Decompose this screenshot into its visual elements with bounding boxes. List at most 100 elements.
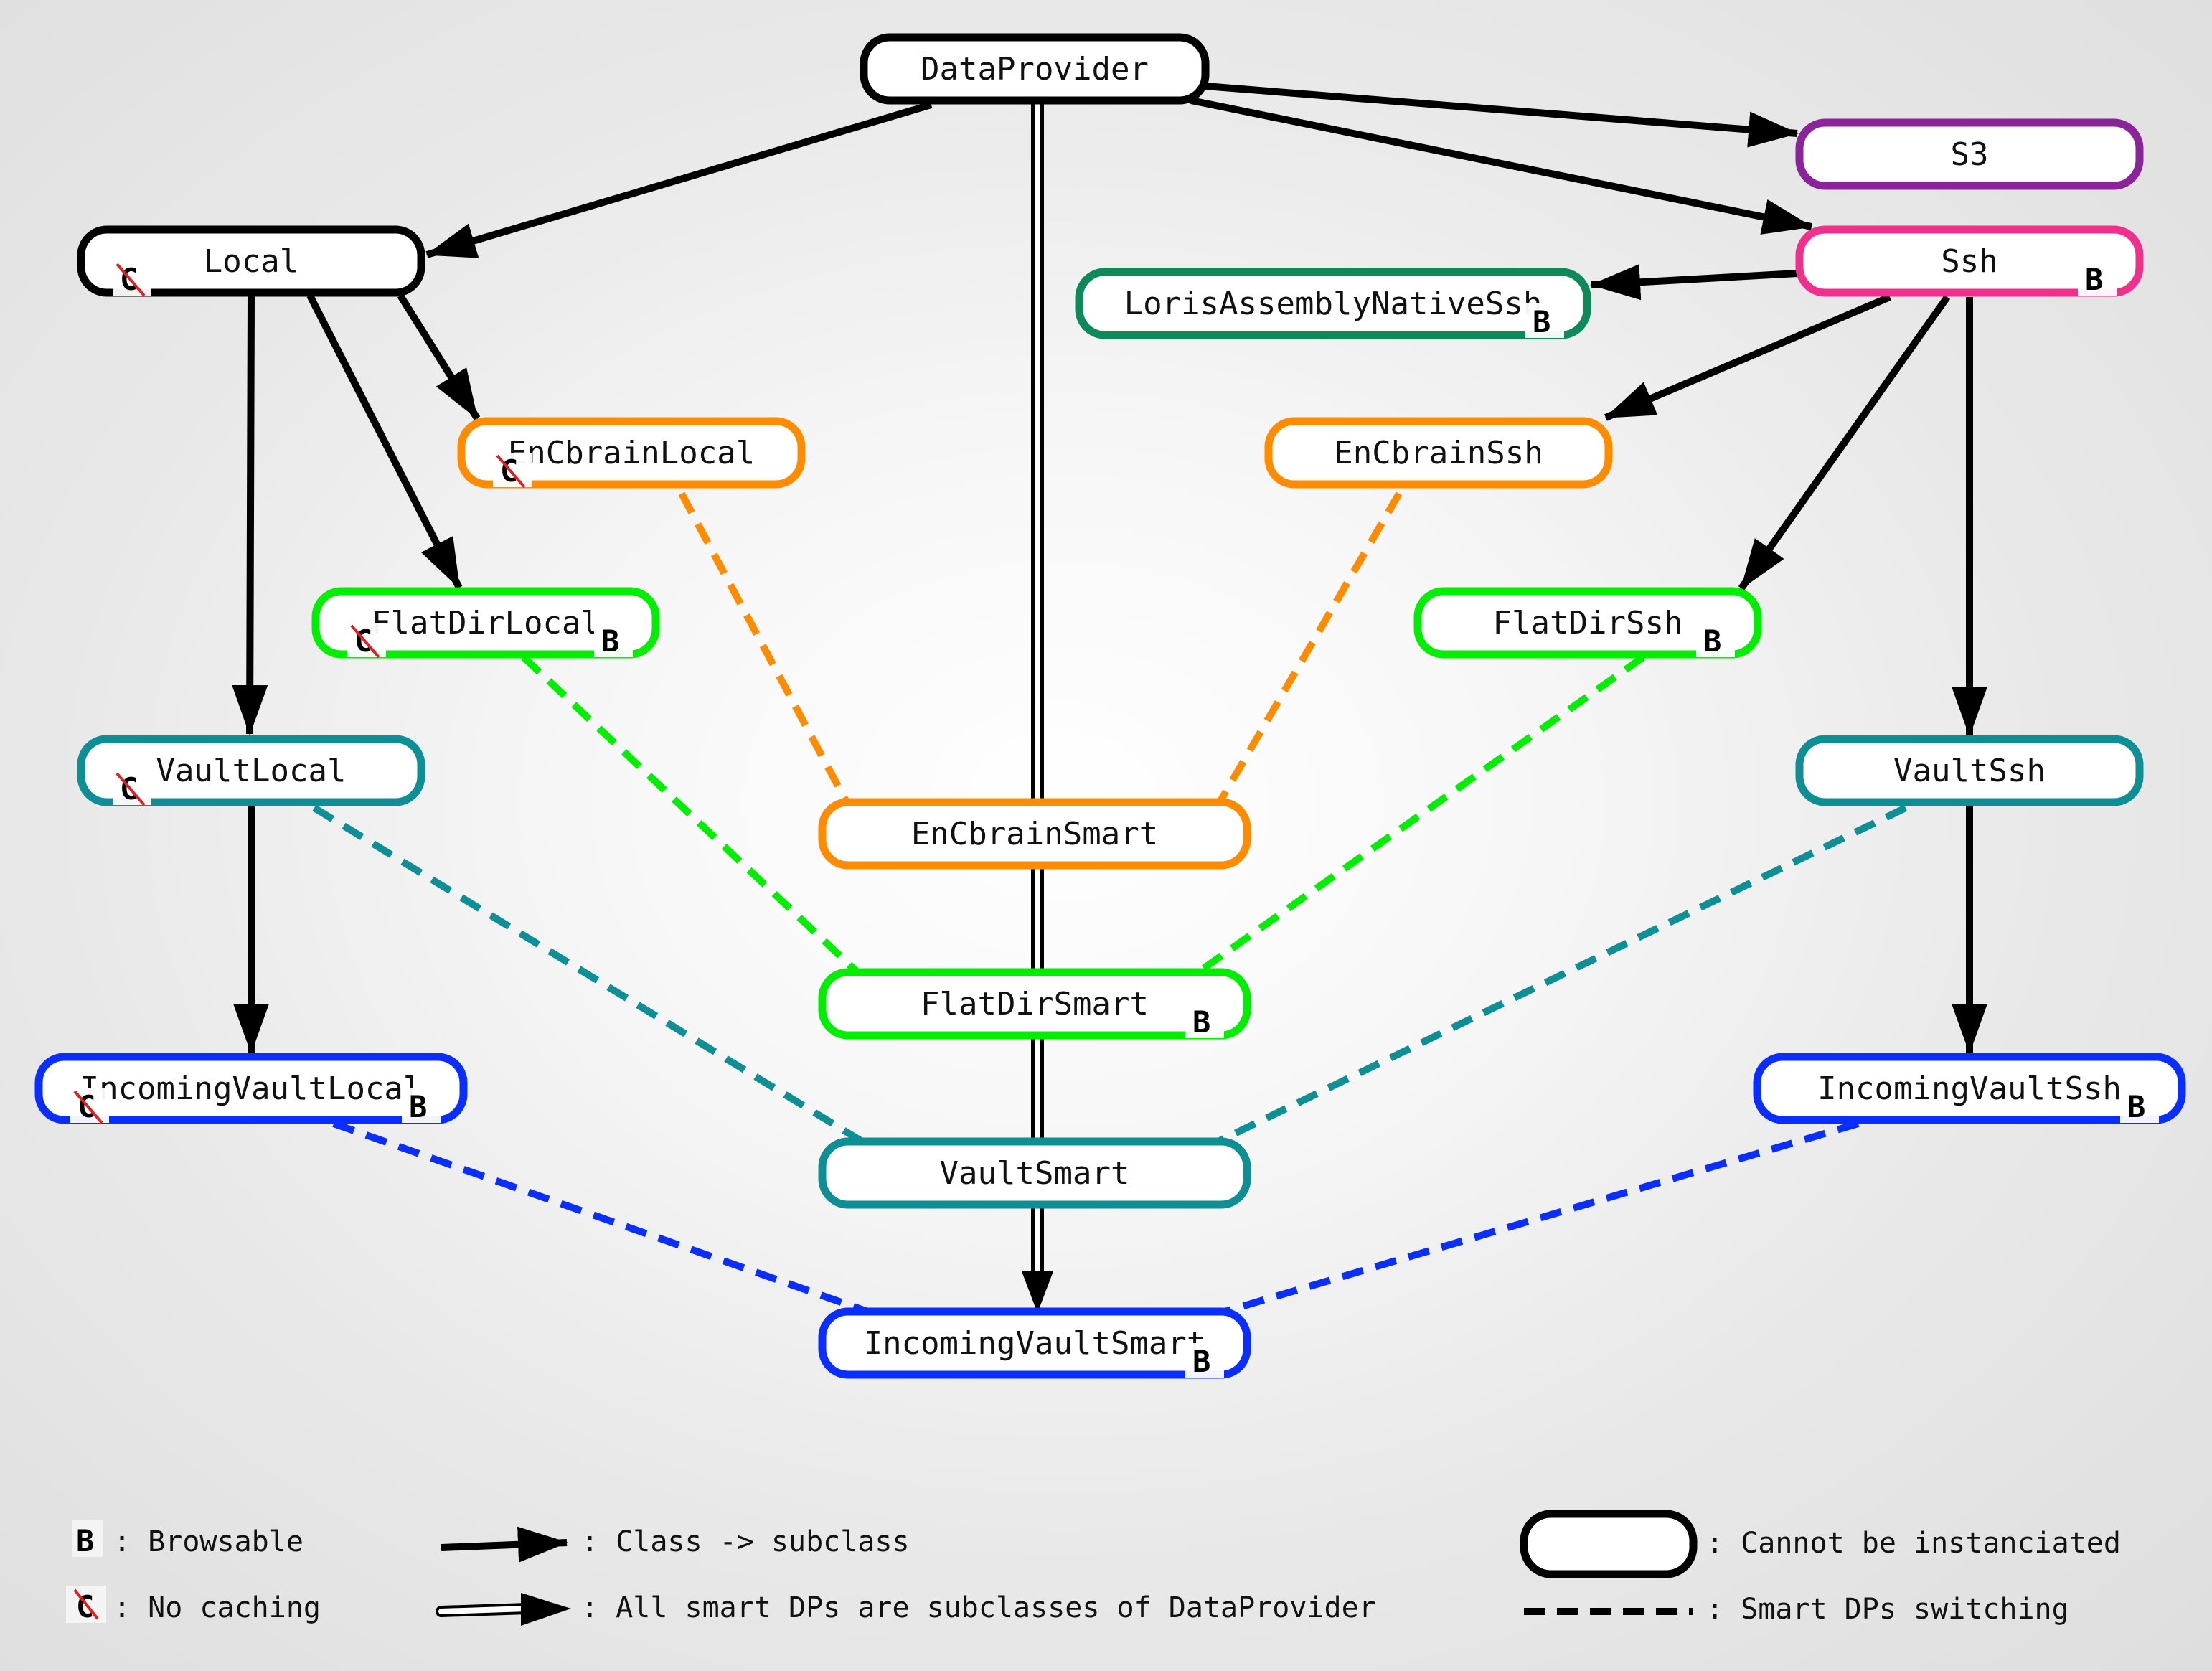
- badge-bg: [1696, 623, 1735, 657]
- node-s3: S3: [1795, 118, 2144, 190]
- node-box: [1795, 225, 2144, 297]
- node-label: Ssh: [1941, 243, 1997, 280]
- no-caching-strike: [73, 1588, 99, 1620]
- badge-bg: [2120, 1088, 2159, 1123]
- no-caching-strike: [116, 263, 146, 297]
- edge-dataprovider-to-incomingvaultsmart: [1022, 102, 1053, 1313]
- legend-switching: : Smart DPs switching: [1524, 1593, 2069, 1626]
- browsable-badge: B: [2127, 1089, 2145, 1124]
- edge-incomingvaultlocal-to-incomingvaultsmart: [332, 1120, 873, 1317]
- legend-double-arrow-inner: [438, 1606, 530, 1614]
- legend-no-caching-label: : No caching: [113, 1591, 321, 1624]
- node-incomingvaultlocal: IncomingVaultLocalBC: [34, 1053, 468, 1124]
- node-label: IncomingVaultLocal: [80, 1070, 423, 1107]
- node-box: [1753, 1053, 2186, 1124]
- legend-browsable: B : Browsable: [72, 1520, 303, 1558]
- node-label: VaultSsh: [1893, 753, 2046, 789]
- legend-solid-arrow: [441, 1526, 568, 1563]
- edge-dataprovider-to-local: [425, 101, 933, 258]
- legend-smart-subclass: : All smart DPs are subclasses of DataPr…: [436, 1591, 1376, 1626]
- legend: B : Browsable C : No caching : Class -> …: [66, 1510, 2121, 1626]
- node-label: Local: [204, 243, 298, 280]
- edges-layer: [232, 83, 1987, 1317]
- node-box: [818, 798, 1251, 870]
- edge-flatdirlocal-to-flatdirsmart: [521, 654, 860, 975]
- node-box: [818, 1307, 1251, 1379]
- browsable-badge: B: [601, 623, 619, 659]
- node-encbrainlocal: EnCbrainLocalC: [457, 417, 806, 489]
- legend-smart-subclass-label: : All smart DPs are subclasses of DataPr…: [581, 1591, 1376, 1624]
- node-box: [860, 33, 1210, 105]
- edge-incomingvaultssh-to-incomingvaultsmart: [1218, 1120, 1860, 1317]
- node-dataprovider: DataProvider: [860, 33, 1210, 105]
- edge-local-to-flatdirlocal: [306, 293, 463, 590]
- node-label: FlatDirSmart: [921, 986, 1149, 1022]
- no-caching-strike: [73, 1090, 103, 1124]
- edge-dataprovider-to-ssh: [1190, 97, 1813, 235]
- edge-ssh-to-flatdirssh: [1738, 295, 1951, 590]
- legend-double-arrow-head: [521, 1593, 571, 1626]
- browsable-badge: B: [409, 1089, 427, 1124]
- node-label: IncomingVaultSmart: [864, 1325, 1206, 1362]
- node-box: [77, 225, 425, 297]
- browsable-badge: B: [1192, 1344, 1210, 1379]
- edge-ssh-to-lorisassemblynativessh: [1590, 264, 1798, 301]
- edge-ssh-to-encbrainssh: [1604, 293, 1891, 421]
- node-label: FlatDirSsh: [1493, 605, 1683, 641]
- edge-dataprovider-to-s3: [1205, 83, 1799, 148]
- node-label: EnCbrainSsh: [1334, 435, 1543, 471]
- node-label: LorisAssemblyNativeSsh: [1124, 286, 1543, 322]
- smart-edge-arrowhead: [1022, 1271, 1053, 1313]
- node-vaultsmart: VaultSmart: [818, 1137, 1251, 1209]
- browsable-badge: B: [1533, 304, 1550, 339]
- legend-badge-b: B: [76, 1523, 94, 1558]
- node-label: EnCbrainSmart: [911, 816, 1158, 852]
- node-label: DataProvider: [921, 51, 1149, 88]
- edge-vaultlocal-to-vaultsmart: [312, 804, 863, 1144]
- node-box: [457, 417, 806, 489]
- legend-cannot-instantiate-label: : Cannot be instanciated: [1706, 1527, 2121, 1560]
- node-box: [77, 735, 425, 806]
- legend-browsable-label: : Browsable: [113, 1525, 303, 1558]
- node-box: [311, 587, 660, 659]
- nodes-layer: DataProviderS3SshBLocalCLorisAssemblyNat…: [34, 33, 2186, 1379]
- legend-class-subclass: : Class -> subclass: [441, 1525, 910, 1563]
- node-box: [818, 968, 1251, 1040]
- node-box: [818, 1137, 1251, 1209]
- legend-abstract-box: [1520, 1510, 1698, 1578]
- badge-bg: [1185, 1004, 1224, 1038]
- node-label: VaultSmart: [940, 1155, 1130, 1192]
- no-caching-strike: [496, 454, 526, 489]
- browsable-badge: B: [2085, 262, 2103, 297]
- browsable-badge: B: [1703, 623, 1721, 659]
- node-box: [1413, 587, 1762, 659]
- node-vaultssh: VaultSsh: [1795, 735, 2144, 806]
- edge-local-to-encbrainlocal: [397, 293, 481, 420]
- node-box: [1264, 417, 1613, 489]
- node-label: IncomingVaultSsh: [1817, 1070, 2122, 1107]
- legend-badge-bg: [72, 1520, 103, 1557]
- node-label: FlatDirLocal: [372, 605, 600, 641]
- node-encbrainssh: EnCbrainSsh: [1264, 417, 1613, 489]
- legend-no-caching: C : No caching: [66, 1586, 321, 1624]
- badge-bg: [2078, 261, 2117, 296]
- node-encbrainsmart: EnCbrainSmart: [818, 798, 1251, 870]
- browsable-badge: B: [1192, 1004, 1210, 1040]
- badge-bg: [1185, 1343, 1224, 1378]
- edge-local-to-vaultlocal: [232, 295, 268, 735]
- node-flatdirlocal: FlatDirLocalBC: [311, 587, 660, 659]
- edge-encbrainlocal-to-encbrainsmart: [678, 491, 850, 804]
- node-vaultlocal: VaultLocalC: [77, 735, 425, 806]
- node-box: [1075, 268, 1591, 339]
- no-caching-strike: [350, 624, 380, 659]
- legend-cannot-instantiate: : Cannot be instanciated: [1520, 1510, 2121, 1578]
- edge-flatdirssh-to-flatdirsmart: [1196, 654, 1645, 976]
- badge-bg: [402, 1088, 441, 1123]
- legend-class-subclass-label: : Class -> subclass: [581, 1525, 910, 1558]
- badge-bg: [594, 623, 633, 657]
